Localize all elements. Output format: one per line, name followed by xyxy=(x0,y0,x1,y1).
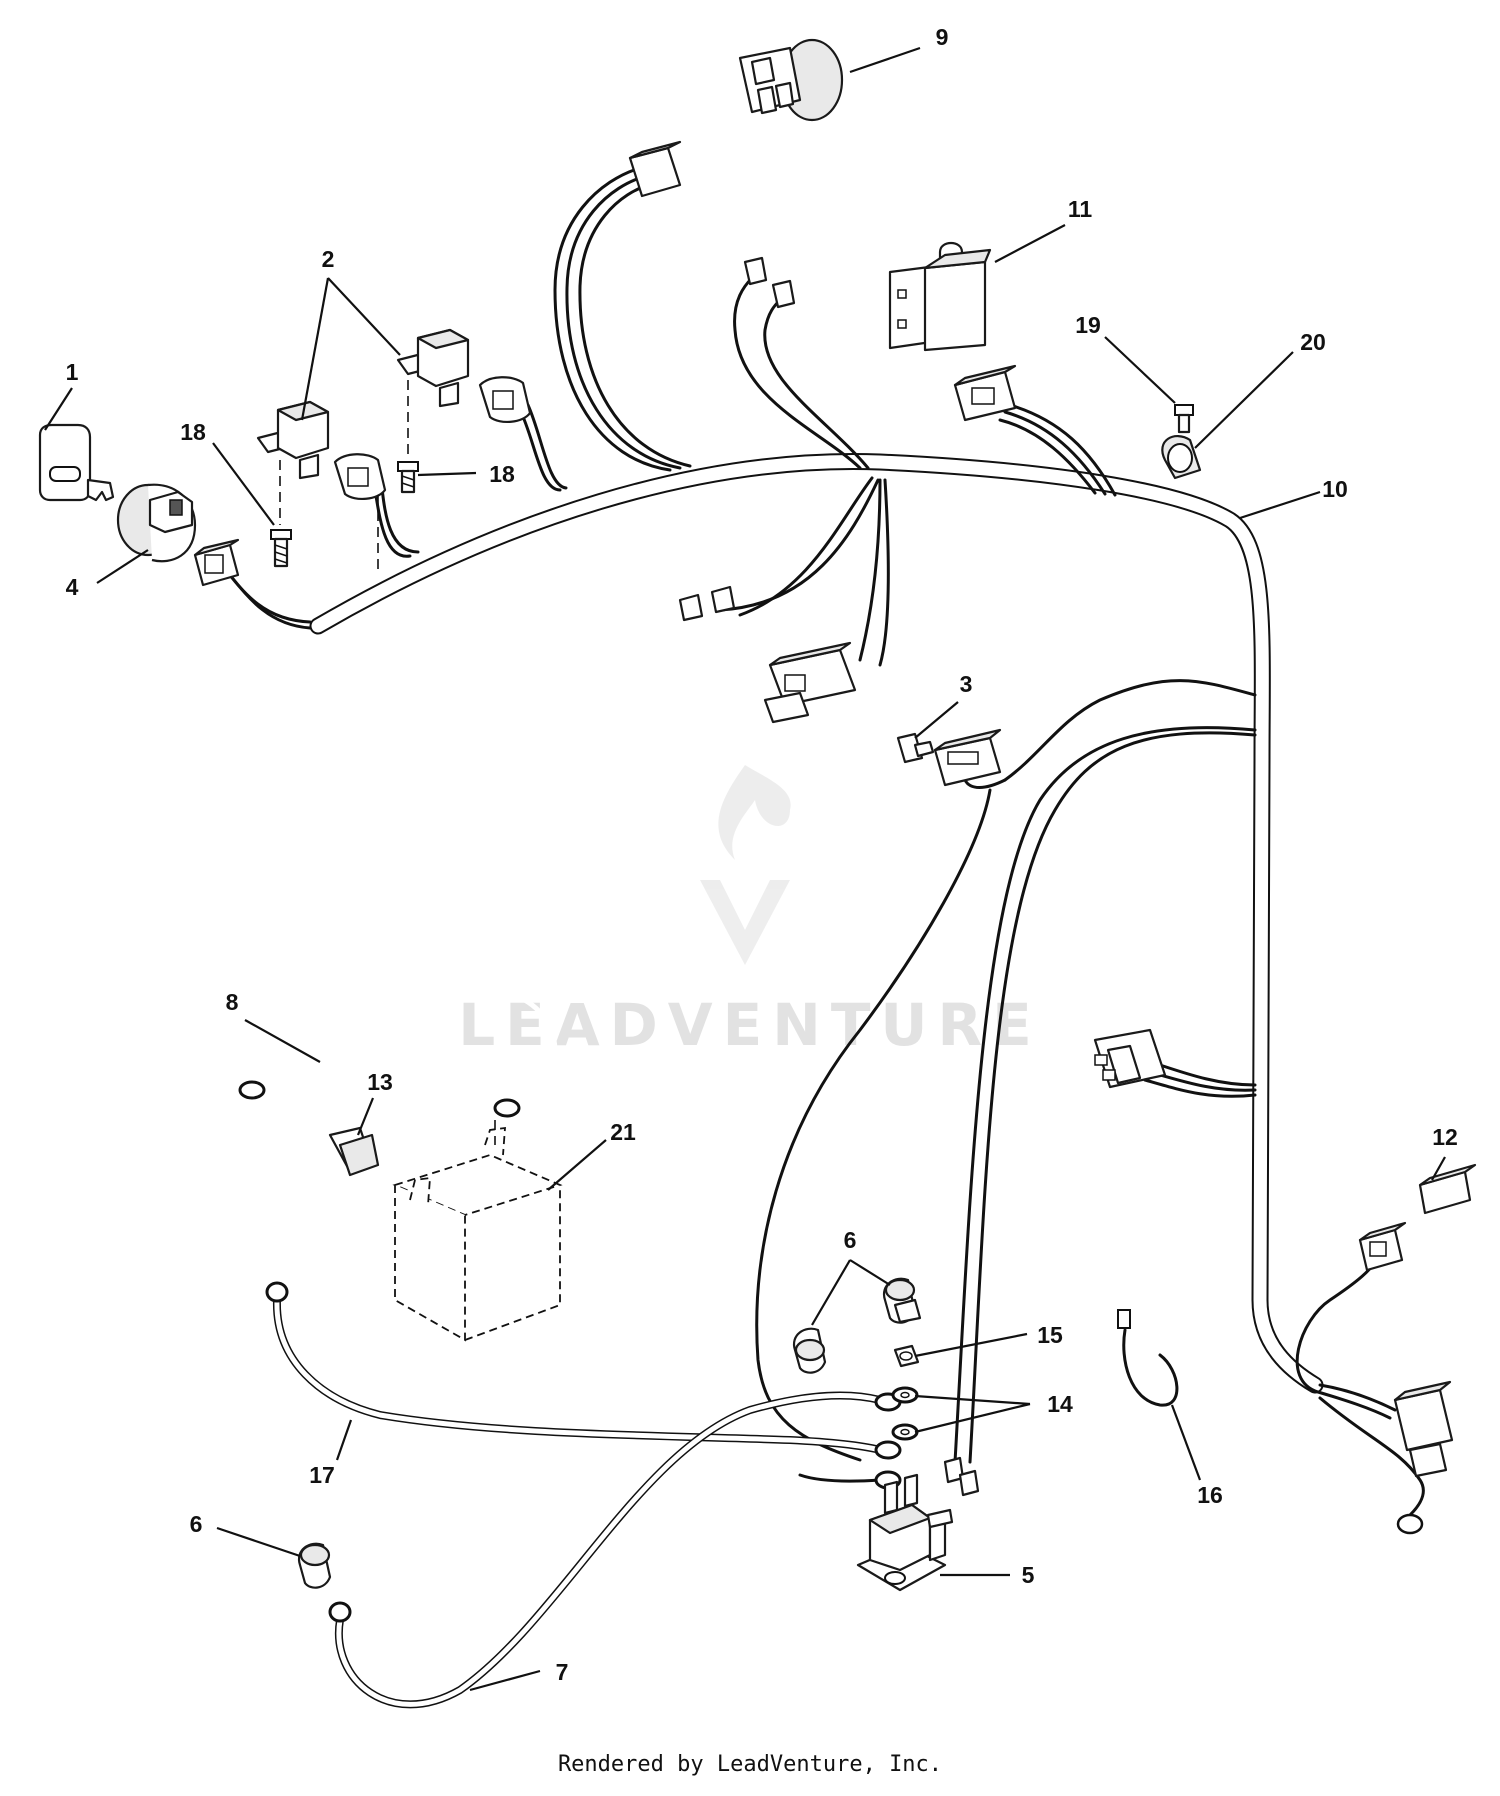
harness-clamp xyxy=(1161,434,1202,480)
solenoid-spade-terminals xyxy=(943,1456,980,1497)
key-switch-connector xyxy=(193,538,240,587)
callout-18-left: 18 xyxy=(180,419,206,445)
seat-switch xyxy=(738,38,844,122)
callout-7: 7 xyxy=(556,1659,569,1685)
terminal-cover xyxy=(328,1126,380,1177)
battery-cable-long xyxy=(265,1281,902,1460)
spade-terminals-top xyxy=(743,256,796,309)
fuse xyxy=(896,732,935,764)
ground-ring-terminal xyxy=(1396,1513,1424,1535)
callout-5: 5 xyxy=(1022,1562,1035,1588)
fuse-holder xyxy=(933,728,1002,787)
leadventure-logo-icon xyxy=(700,765,791,965)
terminal-boot-left xyxy=(792,1327,827,1374)
callout-3: 3 xyxy=(960,671,973,697)
seat-switch-connector xyxy=(1393,1380,1454,1478)
nut xyxy=(893,1344,920,1368)
relay-screw-right xyxy=(397,461,419,494)
callout-9: 9 xyxy=(936,24,949,50)
harness-branch-wires xyxy=(220,166,1425,1517)
callout-11: 11 xyxy=(1068,196,1093,222)
callout-6-lower: 6 xyxy=(190,1511,203,1537)
starter-solenoid xyxy=(856,1473,954,1592)
terminal-boot-right xyxy=(882,1277,922,1324)
ignition-key xyxy=(38,423,115,502)
callout-15: 15 xyxy=(1037,1322,1063,1348)
clamp-screw xyxy=(1174,404,1194,434)
callout-labels: 1 2 3 4 5 6 6 7 8 9 10 11 12 13 14 15 16… xyxy=(66,24,1458,1685)
callout-2: 2 xyxy=(322,246,335,272)
relay-connector-left xyxy=(333,453,387,500)
relay-right xyxy=(396,328,470,408)
plug-mate-connector xyxy=(1358,1221,1407,1272)
pto-switch-connector xyxy=(763,641,857,724)
watermark: LEADVENTURE xyxy=(458,765,1042,1059)
callout-20: 20 xyxy=(1300,329,1326,355)
module-harness-connector xyxy=(953,364,1017,422)
callout-14: 14 xyxy=(1047,1391,1073,1417)
callout-6-upper: 6 xyxy=(844,1227,857,1253)
callout-8: 8 xyxy=(226,989,239,1015)
electronic-module xyxy=(888,241,992,352)
watermark-text: LEADVENTURE xyxy=(458,991,1042,1059)
callout-21: 21 xyxy=(610,1119,636,1145)
callout-18-right: 18 xyxy=(489,461,515,487)
ignition-switch xyxy=(116,483,197,563)
battery xyxy=(392,1120,563,1342)
battery-cable-short xyxy=(238,983,558,1118)
callout-19: 19 xyxy=(1075,312,1101,338)
leader-lines xyxy=(44,46,1446,1692)
relay-connector-right xyxy=(478,376,532,423)
callout-13: 13 xyxy=(367,1069,393,1095)
terminal-boot-lower xyxy=(297,1542,332,1589)
callout-12: 12 xyxy=(1432,1124,1458,1150)
render-credit: Rendered by LeadVenture, Inc. xyxy=(557,1752,943,1777)
callout-16: 16 xyxy=(1197,1482,1223,1508)
callout-10: 10 xyxy=(1322,476,1348,502)
starter-cable xyxy=(328,1391,902,1709)
callout-17: 17 xyxy=(309,1462,335,1488)
lock-washers xyxy=(891,1386,919,1441)
relay-screw-left xyxy=(270,529,292,568)
main-harness-sheath xyxy=(309,453,1324,1394)
relay-left xyxy=(256,400,330,480)
connector-plug xyxy=(1418,1163,1477,1215)
brake-switch-connector xyxy=(1093,1028,1167,1089)
solenoid-ground-wire xyxy=(798,1473,882,1483)
top-harness-connector xyxy=(628,140,682,198)
callout-4: 4 xyxy=(66,574,79,600)
cable-tie xyxy=(1117,1309,1179,1407)
spade-terminals-middle xyxy=(678,585,736,622)
callout-1: 1 xyxy=(66,359,79,385)
